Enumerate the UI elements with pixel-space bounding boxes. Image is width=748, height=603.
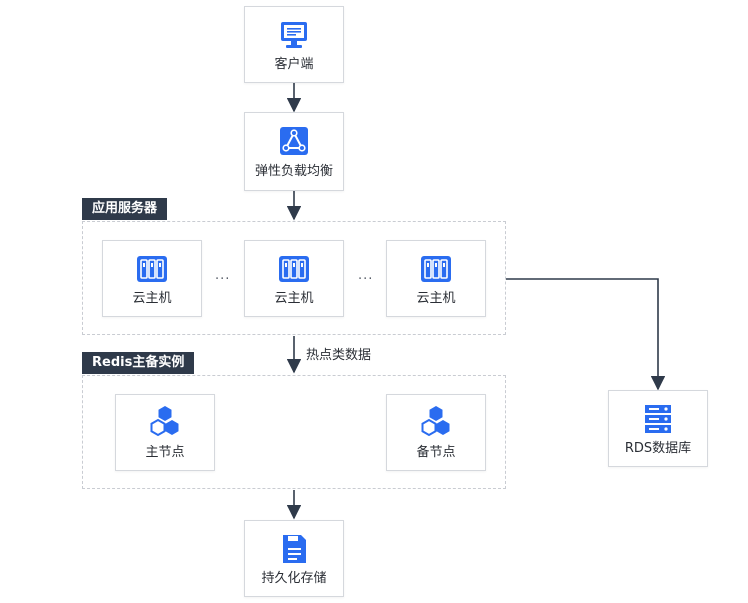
server-icon [279, 256, 309, 282]
rds-database-node[interactable]: RDS数据库 [608, 390, 708, 467]
ellipsis-1: ... [215, 268, 231, 283]
redis-slave-node[interactable]: 备节点 [386, 394, 486, 471]
vm-node-2[interactable]: 云主机 [244, 240, 344, 317]
app-servers-title: 应用服务器 [82, 198, 168, 220]
storage-icon [283, 535, 306, 563]
redis-master-node[interactable]: 主节点 [115, 394, 215, 471]
arrow-app-to-rds [506, 278, 666, 391]
vm-node-1[interactable]: 云主机 [102, 240, 202, 317]
load-balancer-node[interactable]: 弹性负载均衡 [244, 112, 344, 191]
redis-group-title: Redis主备实例 [82, 352, 195, 374]
server-icon [421, 256, 451, 282]
vm-label-1: 云主机 [132, 291, 172, 306]
vm-label-3: 云主机 [416, 291, 456, 306]
redis-node-icon [421, 406, 450, 437]
rds-database-label: RDS数据库 [624, 441, 692, 456]
load-balancer-icon [280, 127, 308, 155]
redis-slave-label: 备节点 [416, 445, 456, 460]
vm-node-3[interactable]: 云主机 [386, 240, 486, 317]
redis-node-icon [150, 406, 179, 437]
database-icon [645, 405, 671, 433]
hot-data-label: 热点类数据 [306, 348, 372, 363]
client-label: 客户端 [274, 57, 314, 72]
server-icon [137, 256, 167, 282]
vm-label-2: 云主机 [274, 291, 314, 306]
monitor-icon [281, 22, 307, 48]
persistent-storage-node[interactable]: 持久化存储 [244, 520, 344, 597]
load-balancer-label: 弹性负载均衡 [254, 164, 333, 179]
client-node[interactable]: 客户端 [244, 6, 344, 83]
redis-master-label: 主节点 [145, 445, 185, 460]
ellipsis-2: ... [358, 268, 374, 283]
persistent-storage-label: 持久化存储 [261, 571, 327, 586]
